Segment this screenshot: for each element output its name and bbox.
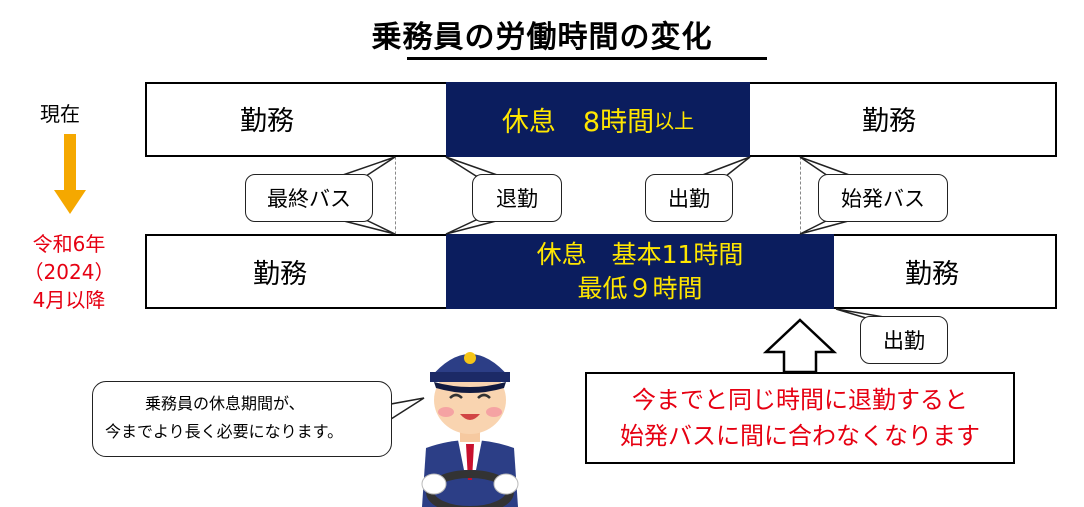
label-future-line2: （2024）: [23, 260, 115, 284]
guide-line-first-bus: [800, 82, 801, 309]
speech-bubble: 乗務員の休息期間が、 今までより長く必要になります。: [92, 381, 392, 457]
rest-future-line2: 最低９時間: [577, 273, 703, 303]
title-underline: [407, 57, 767, 60]
guide-line-last-bus: [395, 82, 396, 309]
label-future-line3: 4月以降: [32, 288, 106, 312]
callout-leave-work: 退勤: [472, 174, 562, 222]
label-future-line1: 令和6年: [32, 232, 106, 256]
down-arrow-icon: [54, 134, 86, 214]
label-now: 現在: [40, 102, 80, 126]
rest-block-future: 休息 基本11時間 最低９時間: [446, 234, 834, 309]
work-label-current-right: 勤務: [862, 106, 916, 137]
work-label-future-left: 勤務: [253, 259, 307, 290]
page-title: 乗務員の労働時間の変化: [371, 20, 713, 55]
rest-current-main: 休息 8時間: [501, 107, 655, 138]
speech-line2: 今までより長く必要になります。: [105, 422, 344, 441]
callout-start-work-new: 出勤: [860, 316, 948, 364]
rest-current-suffix: 以上: [654, 109, 695, 133]
label-future: 令和6年 （2024） 4月以降: [14, 230, 124, 314]
bus-driver-illustration: [421, 352, 519, 507]
warning-box: 今までと同じ時間に退勤すると 始発バスに間に合わなくなります: [585, 372, 1015, 464]
work-label-future-right: 勤務: [905, 259, 959, 290]
callout-start-work: 出勤: [645, 174, 733, 222]
warning-line2: 始発バスに間に合わなくなります: [620, 422, 980, 450]
warning-line1: 今までと同じ時間に退勤すると: [632, 386, 968, 414]
rest-block-current: 休息 8時間以上: [446, 82, 750, 157]
speech-line1: 乗務員の休息期間が、: [145, 394, 305, 413]
up-arrow-icon: [762, 318, 838, 374]
rest-future-line1: 休息 基本11時間: [536, 239, 744, 269]
work-label-current-left: 勤務: [240, 106, 294, 137]
callout-last-bus: 最終バス: [245, 174, 373, 222]
callout-first-bus: 始発バス: [818, 174, 948, 222]
